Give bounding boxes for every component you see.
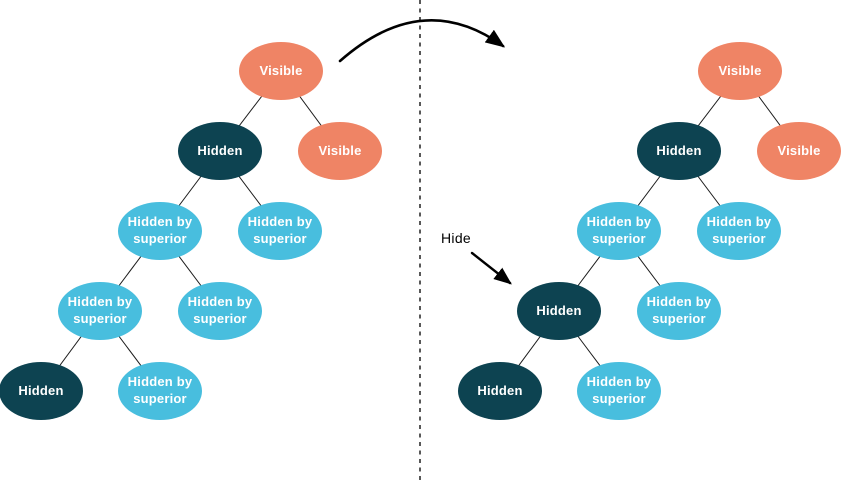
tree-after-node-hidden-7: Hidden	[458, 362, 542, 420]
tree-after-node-hidden_by_superior-4: Hidden by superior	[697, 202, 781, 260]
transform-arrow	[338, 19, 506, 63]
tree-before-node-hidden-7: Hidden	[0, 362, 83, 420]
tree-before-node-hidden-1: Hidden	[178, 122, 262, 180]
tree-after-node-hidden_by_superior-8: Hidden by superior	[577, 362, 661, 420]
tree-after-node-hidden-1: Hidden	[637, 122, 721, 180]
tree-before-node-hidden_by_superior-3: Hidden by superior	[118, 202, 202, 260]
tree-after-node-hidden-5: Hidden	[517, 282, 601, 340]
tree-before-node-hidden_by_superior-8: Hidden by superior	[118, 362, 202, 420]
tree-before-node-hidden_by_superior-6: Hidden by superior	[178, 282, 262, 340]
tree-before-node-hidden_by_superior-5: Hidden by superior	[58, 282, 142, 340]
hide-annotation-arrow	[470, 251, 512, 285]
hide-annotation-label: Hide	[441, 230, 471, 246]
tree-after-node-hidden_by_superior-3: Hidden by superior	[577, 202, 661, 260]
tree-before-node-visible-2: Visible	[298, 122, 382, 180]
tree-after-node-visible-2: Visible	[757, 122, 841, 180]
tree-before-node-visible-0: Visible	[239, 42, 323, 100]
tree-before-node-hidden_by_superior-4: Hidden by superior	[238, 202, 322, 260]
tree-after-node-visible-0: Visible	[698, 42, 782, 100]
tree-after-node-hidden_by_superior-6: Hidden by superior	[637, 282, 721, 340]
